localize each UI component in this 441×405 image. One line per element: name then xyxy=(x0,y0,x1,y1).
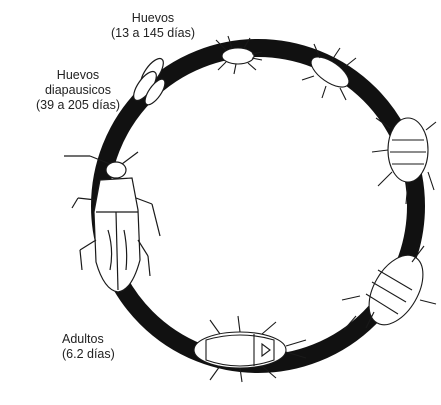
adults-label-duration: (6.2 días) xyxy=(62,347,142,362)
eggs-label-duration: (13 a 145 días) xyxy=(98,26,208,41)
eggs-label: Huevos (13 a 145 días) xyxy=(98,11,208,41)
diapause-eggs-label-line1: Huevos xyxy=(18,68,138,83)
eggs-label-title: Huevos xyxy=(98,11,208,26)
diapause-eggs-label-duration: (39 a 205 días) xyxy=(18,98,138,113)
adult-large-illustration xyxy=(64,152,160,292)
adults-label: Adultos (6.2 días) xyxy=(62,332,142,362)
diapause-eggs-label-line2: diapausicos xyxy=(18,83,138,98)
diapause-eggs-label: Huevos diapausicos (39 a 205 días) xyxy=(18,68,138,113)
adults-label-title: Adultos xyxy=(62,332,142,347)
nymph-stage-3-illustration xyxy=(372,118,436,204)
